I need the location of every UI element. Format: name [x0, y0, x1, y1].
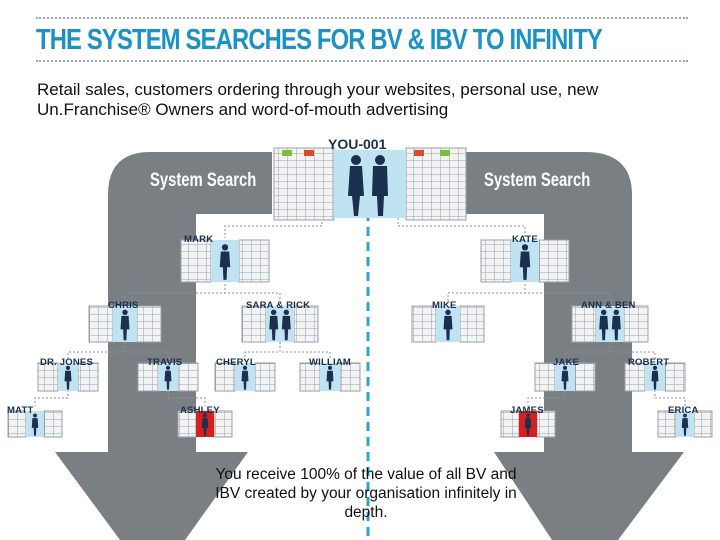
node-label-william: WILLIAM [309, 357, 352, 368]
node-james [500, 410, 556, 438]
node-jake [534, 362, 596, 392]
node-label-jake: JAKE [553, 357, 580, 368]
person-icon [31, 413, 39, 436]
node-shelf [534, 362, 556, 392]
node-label-james: JAMES [510, 405, 544, 416]
node-label-chris: CHRIS [108, 300, 139, 311]
node-ashley [177, 410, 233, 438]
node-william [299, 362, 361, 392]
node-label-travis: TRAVIS [147, 357, 183, 368]
person-icon [241, 365, 249, 390]
root-node [273, 147, 467, 221]
person-icon [281, 309, 291, 341]
subtitle: Retail sales, customers ordering through… [37, 80, 599, 119]
node-shelf [538, 239, 570, 283]
node-erica [657, 410, 713, 438]
person-icon [681, 413, 689, 436]
person-icon [326, 365, 334, 390]
node-shelf [88, 305, 114, 343]
node-shelf [293, 305, 319, 343]
node-kate [480, 239, 570, 283]
person-icon [561, 365, 569, 390]
person-icon [164, 365, 172, 390]
person-icon [519, 244, 531, 280]
node-shelf [623, 305, 649, 343]
node-label-sara-rick: SARA & RICK [246, 300, 311, 311]
system-search-left-label: System Search [150, 170, 257, 191]
person-icon [348, 155, 364, 216]
node-shelf [241, 305, 267, 343]
footer-text: You receive 100% of the value of all BV … [215, 466, 517, 521]
node-travis [137, 362, 199, 392]
node-label-dr-jones: DR. JONES [40, 357, 94, 368]
node-shelf [43, 410, 63, 438]
node-dr-jones [37, 362, 99, 392]
person-icon [372, 155, 388, 216]
title-dotted-rule [36, 60, 688, 62]
person-icon [651, 365, 659, 390]
root-label: YOU-001 [328, 136, 387, 152]
node-chris [88, 305, 162, 343]
node-label-kate: KATE [512, 234, 538, 245]
node-shelf [254, 362, 276, 392]
right-search-arrow [462, 152, 684, 540]
node-shelf [571, 305, 597, 343]
top-dotted-rule [36, 17, 688, 19]
person-icon [269, 309, 279, 341]
node-label-robert: ROBERT [628, 357, 670, 368]
node-robert [624, 362, 686, 392]
node-shelf [459, 305, 485, 343]
node-mike [411, 305, 485, 343]
node-label-ashley: ASHLEY [180, 405, 220, 416]
person-icon [219, 244, 231, 280]
system-search-right-label: System Search [484, 170, 591, 191]
node-label-erica: ERICA [668, 405, 699, 416]
left-search-arrow [55, 152, 272, 540]
node-label-mike: MIKE [432, 300, 457, 311]
node-shelf [180, 239, 212, 283]
person-icon [611, 309, 621, 341]
node-ann-ben [571, 305, 649, 343]
person-icon [64, 365, 72, 390]
person-icon [201, 413, 209, 436]
node-sara-rick [241, 305, 319, 343]
node-matt [7, 410, 63, 438]
node-shelf [411, 305, 437, 343]
node-shelf [238, 239, 270, 283]
person-icon [524, 413, 532, 436]
person-icon [599, 309, 609, 341]
person-icon [443, 309, 453, 341]
node-mark [180, 239, 270, 283]
node-label-matt: MATT [7, 405, 34, 416]
node-cheryl [214, 362, 276, 392]
node-label-cheryl: CHERYL [216, 357, 256, 368]
node-label-mark: MARK [184, 234, 214, 245]
page-title: THE SYSTEM SEARCHES FOR BV & IBV TO INFI… [36, 24, 603, 56]
node-shelf [136, 305, 162, 343]
person-icon [120, 309, 130, 341]
node-shelf [480, 239, 512, 283]
node-label-ann-ben: ANN & BEN [581, 300, 636, 311]
